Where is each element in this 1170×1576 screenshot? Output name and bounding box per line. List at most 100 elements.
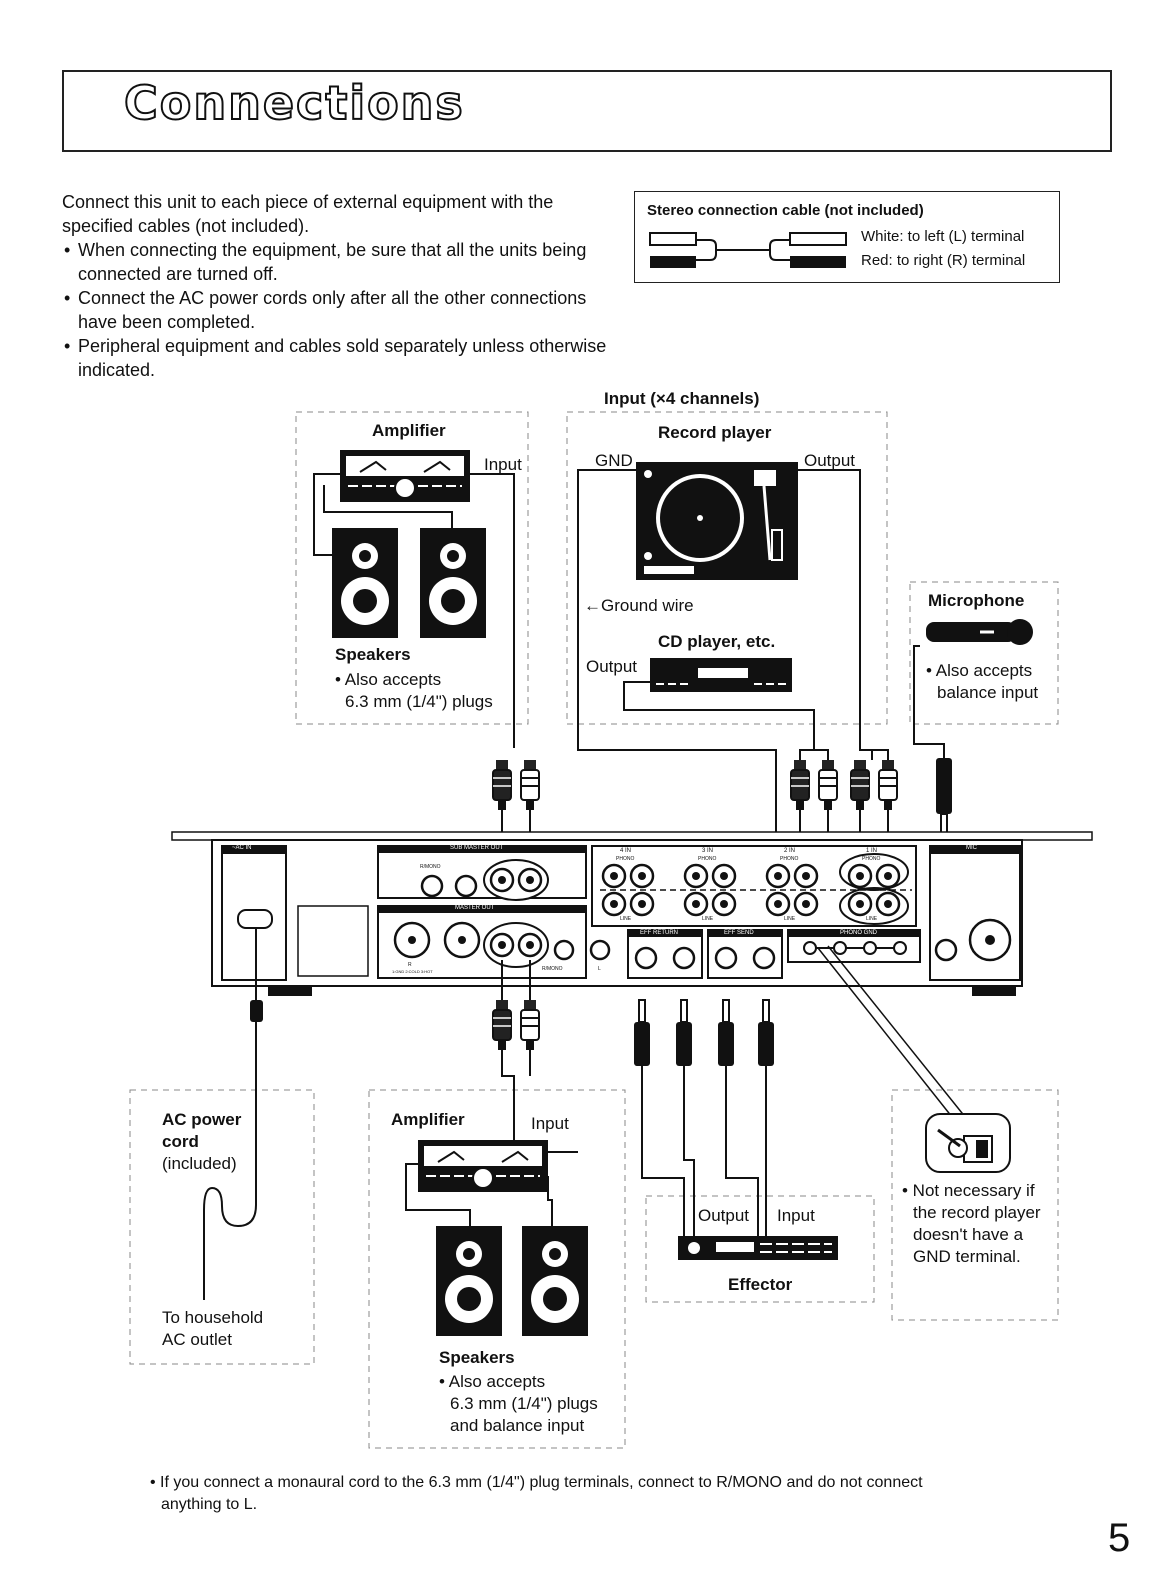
speaker-icon	[436, 1226, 502, 1336]
cd-player-output-label: Output	[586, 657, 638, 676]
intro-text: Connect this unit to each piece of exter…	[62, 190, 622, 382]
bottom-amplifier-group-box	[368, 1089, 626, 1449]
ac-power-cord	[203, 928, 263, 1300]
eff-send-l-jack	[752, 946, 776, 970]
rca-plug-icon	[492, 759, 512, 811]
gnd-note-group-box	[891, 1089, 1059, 1321]
rca-plug-icon	[520, 759, 540, 811]
speakers-note: • Also accepts	[335, 670, 442, 689]
mic-jack	[934, 938, 958, 962]
rca-plug-icon	[878, 759, 898, 811]
intro-bullet: Connect the AC power cords only after al…	[62, 286, 622, 334]
panel-phono-label: PHONO	[862, 856, 881, 862]
rca-plug-icon	[818, 759, 838, 811]
panel-eff-return-label: EFF RETURN	[640, 930, 678, 936]
rca-plug-white-icon	[649, 232, 697, 246]
input-group-box	[566, 411, 888, 725]
amplifier-icon	[339, 449, 471, 503]
panel-master-out-label: MASTER OUT	[455, 905, 495, 911]
eff-send-r-jack	[714, 946, 738, 970]
record-player-icon	[636, 462, 798, 580]
ac-outlet-label: AC outlet	[162, 1330, 232, 1349]
ground-wire-callout	[817, 945, 967, 1123]
jack-plug-icon	[717, 999, 735, 1067]
panel-mic-label: MIC	[966, 845, 977, 851]
panel-phono-label: PHONO	[780, 856, 799, 862]
gnd-note: the record player	[913, 1203, 1041, 1222]
rca-plug-red-icon	[790, 256, 846, 268]
panel-ac-in-label: ~AC IN	[232, 845, 252, 851]
rca-plug-red-icon	[650, 256, 696, 268]
ac-power-cord-label: AC power	[162, 1110, 242, 1129]
gnd-note: doesn't have a	[913, 1225, 1024, 1244]
effector-input-label: Input	[777, 1206, 815, 1225]
eff-return-l-jack	[672, 946, 696, 970]
ac-outlet-label: To household	[162, 1308, 264, 1327]
speaker-icon	[522, 1226, 588, 1336]
title-box: Connections	[62, 70, 1112, 152]
stereo-cable-legend: Stereo connection cable (not included) W…	[634, 191, 1060, 283]
panel-ch4-label: 4 IN	[620, 848, 632, 854]
microphone-group-box	[909, 581, 1059, 725]
microphone-note: • Also accepts	[926, 661, 1033, 680]
cable-red-label: Red: to right (R) terminal	[861, 252, 1026, 269]
panel-sub-master-out-label: SUB MASTER OUT	[450, 845, 504, 851]
effector-icon	[678, 1236, 838, 1260]
page-number: 5	[1108, 1516, 1131, 1560]
panel-phono-label: PHONO	[616, 856, 635, 862]
cd-player-icon	[650, 658, 792, 692]
cable-legend-title: Stereo connection cable (not included)	[647, 202, 924, 219]
record-player-wires	[577, 469, 889, 840]
intro-bullet: Peripheral equipment and cables sold sep…	[62, 334, 622, 382]
panel-phono-label: PHONO	[698, 856, 717, 862]
master-l-jack	[589, 939, 611, 961]
sub-master-rmono-jack	[420, 874, 444, 898]
ac-power-cord-included: (included)	[162, 1154, 237, 1173]
panel-line-label: LINE	[866, 916, 878, 922]
input-channels-heading: Input (×4 channels)	[604, 389, 760, 408]
cd-player-label: CD player, etc.	[658, 632, 776, 651]
gnd-label: GND	[595, 451, 633, 470]
eff-return-r-jack	[634, 946, 658, 970]
sub-master-l-port	[517, 867, 543, 893]
gnd-note: GND terminal.	[913, 1247, 1021, 1266]
microphone-wire	[913, 645, 945, 758]
jack-plug-icon	[757, 999, 775, 1067]
jack-plug-icon	[675, 999, 693, 1067]
record-player-label: Record player	[658, 423, 772, 442]
rca-plug-icon	[520, 999, 540, 1051]
page-title: Connections	[123, 75, 465, 131]
rca-plug-icon	[790, 759, 810, 811]
speakers-label: Speakers	[335, 645, 411, 664]
cd-player-wires	[623, 681, 829, 760]
effector-output-label: Output	[698, 1206, 750, 1225]
amplifier-input-label: Input	[484, 455, 522, 474]
sub-master-r-port	[489, 867, 515, 893]
panel-l-label: L	[598, 966, 601, 972]
gnd-note: • Not necessary if	[902, 1181, 1035, 1200]
ground-terminal-icon	[925, 1113, 1011, 1173]
microphone-label: Microphone	[928, 591, 1025, 610]
phono-gnd-terminals	[803, 941, 907, 955]
panel-phono-gnd-label: PHONO GND	[840, 930, 878, 936]
footer-note: anything to L.	[161, 1496, 258, 1513]
effector-wires	[641, 1066, 767, 1236]
amplifier-group-box	[295, 411, 529, 725]
speaker-icon	[332, 528, 398, 638]
footer-note: • If you connect a monaural cord to the …	[150, 1474, 923, 1491]
panel-ch1-label: 1 IN	[866, 848, 878, 854]
speaker-wires	[405, 1163, 553, 1226]
speakers-label: Speakers	[439, 1348, 515, 1367]
ac-power-cord-label: cord	[162, 1132, 199, 1151]
mic-plug-icon	[936, 758, 952, 837]
amplifier-input-label: Input	[531, 1114, 569, 1133]
intro-bullets: When connecting the equipment, be sure t…	[62, 238, 622, 382]
rca-plug-icon	[492, 999, 512, 1051]
master-r-port	[489, 932, 515, 958]
speakers-note: and balance input	[450, 1416, 585, 1435]
stereo-cable-icon	[696, 239, 790, 261]
cable-white-label: White: to left (L) terminal	[861, 228, 1025, 245]
speaker-icon	[420, 528, 486, 638]
speakers-note: • Also accepts	[439, 1372, 546, 1391]
